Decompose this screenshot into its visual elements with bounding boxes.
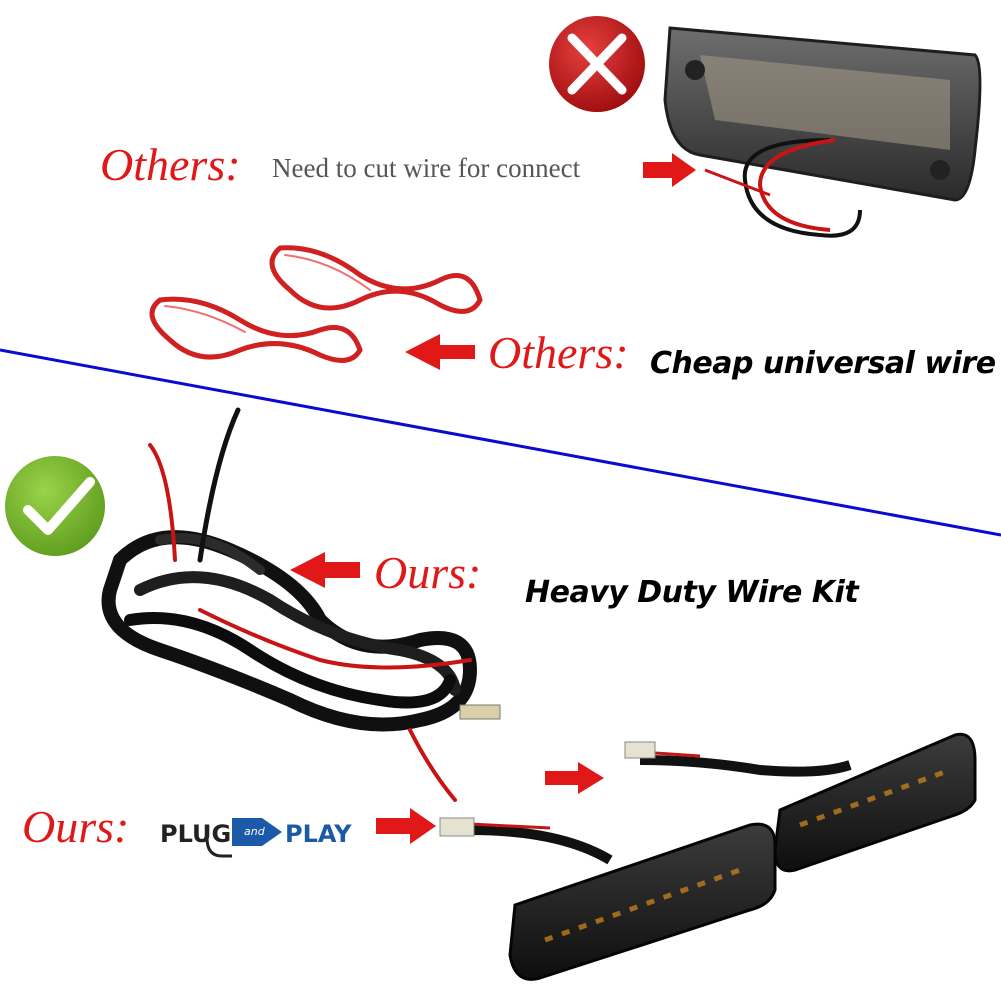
logo-plug-text: PLUG xyxy=(160,820,232,848)
others-light-photo xyxy=(663,26,982,238)
logo-play-text: PLAY xyxy=(285,820,352,848)
arrow-left-icon xyxy=(405,334,475,370)
arrow-right-icon xyxy=(545,762,604,794)
arrow-right-icon xyxy=(643,153,696,187)
ours-description-kit: Heavy Duty Wire Kit xyxy=(525,575,859,610)
plug-and-play-logo-graphic xyxy=(205,818,282,858)
others-label-top: Others: xyxy=(100,139,241,190)
cross-icon xyxy=(549,16,645,112)
ours-label-plug: Ours: xyxy=(22,801,130,852)
others-label-mid: Others: xyxy=(488,327,629,378)
led-lights-photo xyxy=(439,732,977,981)
wire-kit-photo xyxy=(101,407,501,802)
arrow-left-icon xyxy=(290,552,360,588)
divider-line xyxy=(0,348,1001,537)
others-description-top: Need to cut wire for connect xyxy=(272,153,581,183)
logo-and-text: and xyxy=(244,825,265,838)
cheap-wires-photo xyxy=(149,245,483,363)
others-description-mid: Cheap universal wire xyxy=(650,346,996,381)
arrow-right-icon xyxy=(376,808,436,844)
check-icon xyxy=(5,456,105,556)
ours-label-kit: Ours: xyxy=(374,547,482,598)
